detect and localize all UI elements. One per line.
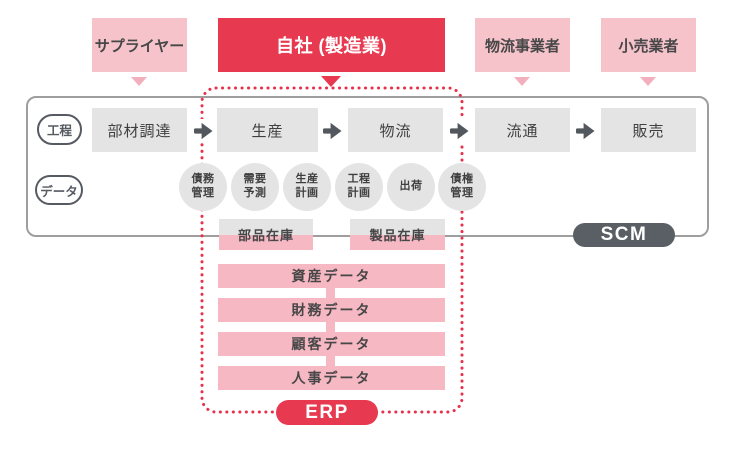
data-circle: 生産 計画 bbox=[283, 163, 331, 211]
flow-arrow-icon bbox=[193, 119, 214, 143]
data-circle-label: 債権 bbox=[450, 173, 474, 186]
data-circle-label: 工程 bbox=[347, 173, 371, 186]
flow-arrow-icon bbox=[449, 119, 470, 143]
connector-line bbox=[326, 288, 335, 298]
connector-line bbox=[326, 322, 335, 332]
flow-arrow-icon bbox=[575, 119, 596, 143]
down-triangle-icon bbox=[640, 77, 656, 86]
inventory-box: 製品在庫 bbox=[350, 219, 445, 250]
data-circle: 債務 管理 bbox=[179, 163, 227, 211]
data-circle-label: 計画 bbox=[347, 187, 371, 199]
inventory-box: 部品在庫 bbox=[219, 219, 313, 250]
data-circle: 需要 予測 bbox=[231, 163, 279, 211]
erp-data-box: 顧客データ bbox=[218, 332, 445, 356]
data-row-label: データ bbox=[35, 175, 83, 205]
data-circle-label: 予測 bbox=[243, 187, 267, 199]
data-circle-label: 生産 bbox=[295, 173, 319, 186]
company-label: 自社 (製造業) bbox=[218, 18, 445, 72]
logistics-provider-label: 物流事業者 bbox=[475, 18, 570, 72]
data-circle-label: 出荷 bbox=[399, 180, 423, 193]
process-step-box: 生産 bbox=[217, 108, 318, 152]
down-triangle-icon bbox=[131, 77, 147, 86]
retailer-label: 小売業者 bbox=[601, 18, 696, 72]
process-step-box: 物流 bbox=[348, 108, 443, 152]
data-circle-label: 計画 bbox=[295, 187, 319, 199]
connector-line bbox=[326, 356, 335, 366]
process-step-box: 部材調達 bbox=[92, 108, 187, 152]
erp-data-box: 人事データ bbox=[218, 366, 445, 390]
supplier-label: サプライヤー bbox=[92, 18, 187, 72]
flow-arrow-icon bbox=[322, 119, 343, 143]
erp-badge: ERP bbox=[276, 400, 378, 425]
data-circle-label: 管理 bbox=[191, 187, 215, 199]
data-circle-label: 管理 bbox=[450, 187, 474, 199]
erp-data-box: 資産データ bbox=[218, 264, 445, 288]
process-step-box: 販売 bbox=[601, 108, 696, 152]
process-step-box: 流通 bbox=[475, 108, 570, 152]
erp-data-box: 財務データ bbox=[218, 298, 445, 322]
data-circle-label: 債務 bbox=[191, 173, 215, 186]
down-triangle-icon bbox=[514, 77, 530, 86]
data-circle: 工程 計画 bbox=[335, 163, 383, 211]
data-circle-label: 需要 bbox=[243, 173, 267, 186]
data-circle: 出荷 bbox=[387, 163, 435, 211]
scm-badge: SCM bbox=[573, 223, 675, 247]
data-circle: 債権 管理 bbox=[438, 163, 486, 211]
process-row-label: 工程 bbox=[37, 114, 82, 145]
down-triangle-icon bbox=[321, 76, 341, 87]
